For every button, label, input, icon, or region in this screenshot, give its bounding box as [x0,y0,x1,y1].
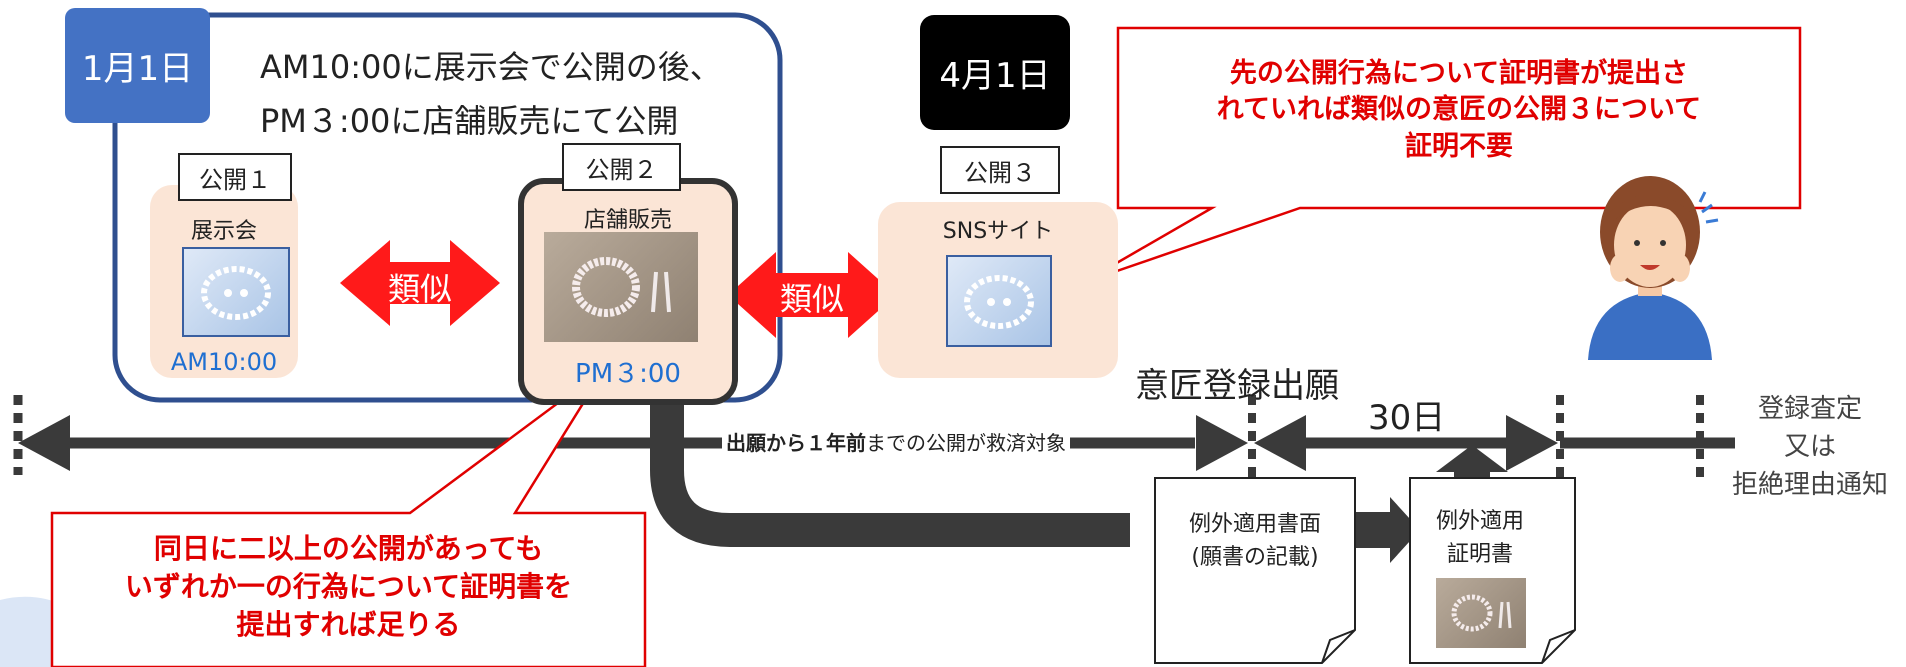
date-box-apr1: 4月1日 [920,15,1070,130]
doc1-line2: (願書の記載) [1191,545,1319,570]
outcome-line1: 登録査定 [1757,394,1862,424]
callout-bottom-line3: 提出すれば足りる [236,607,461,641]
group1-text-line2: PM３:00に店舗販売にて公開 [260,102,679,140]
jewelry-photo-icon [182,247,290,337]
similar-label-1: 類似 [387,270,452,308]
outcome-label: 登録査定 又は 拒絶理由通知 [1715,390,1905,504]
pub3-caption: SNSサイト [942,219,1054,244]
doc-arrow [1355,497,1420,563]
days-label: 30日 [1368,398,1446,438]
relief-label: 出願から１年前までの公開が救済対象 [722,428,1070,458]
callout-top-line3: 証明不要 [1405,130,1513,162]
connector-line [650,400,1130,547]
doc2-line1: 例外適用 [1435,509,1524,534]
pub1-tag: 公開１ [178,153,292,201]
outcome-line3: 拒絶理由通知 [1731,470,1888,500]
callout-bottom-text: 同日に二以上の公開があっても いずれか一の行為について証明書を 提出すれば足りる [52,530,645,643]
doc2-line2: 証明書 [1446,542,1513,567]
similar-arrow-1 [340,240,500,326]
callout-bottom-line2: いずれか一の行為について証明書を [124,569,573,603]
callout-top-line2: れていれば類似の意匠の公開３について [1216,94,1702,126]
jewelry-photo-icon [1436,578,1526,648]
doc1-text: 例外適用書面 (願書の記載) [1155,508,1355,574]
doc1-shape [1154,477,1356,664]
callout-top-line1: 先の公開行為について証明書が提出さ [1229,58,1689,89]
pub3-tag: 公開３ [940,146,1060,194]
callout-bottom-line1: 同日に二以上の公開があっても [153,532,544,565]
timeline-filing-arrowhead [1196,415,1248,471]
doc2-text: 例外適用 証明書 [1410,505,1550,571]
date-box-jan1: 1月1日 [65,8,210,123]
days-arrowhead-left [1254,415,1306,471]
up-arrow [1436,445,1508,472]
person-icon [1588,176,1719,360]
filing-label: 意匠登録出願 [1135,366,1339,406]
similar-arrow-2 [728,252,896,338]
jewelry-photo-icon [946,255,1052,347]
callout-top-text: 先の公開行為について証明書が提出さ れていれば類似の意匠の公開３について 証明不… [1118,56,1800,165]
pub2-caption: 店舗販売 [583,208,672,233]
callout-top-bubble [1081,26,1802,285]
jewelry-photo-icon [544,232,698,342]
similar-label-2: 類似 [779,280,844,318]
group1-frame [112,12,783,403]
days-arrowhead-right [1506,415,1558,471]
doc1-line1: 例外適用書面 [1188,512,1321,537]
pub1-caption: 展示会 [190,219,257,244]
timeline-left-arrowhead [18,415,70,471]
pub2-time: PM３:00 [575,359,681,389]
relief-label-rest: までの公開が救済対象 [866,431,1066,455]
callout-bottom-bubble [50,366,647,667]
relief-label-bold: 出願から１年前 [726,431,866,455]
pub1-time: AM10:00 [170,348,278,376]
pub2-tag: 公開２ [562,143,681,191]
outcome-line2: 又は [1783,432,1836,462]
group1-text-line1: AM10:00に展示会で公開の後、 [260,48,722,86]
